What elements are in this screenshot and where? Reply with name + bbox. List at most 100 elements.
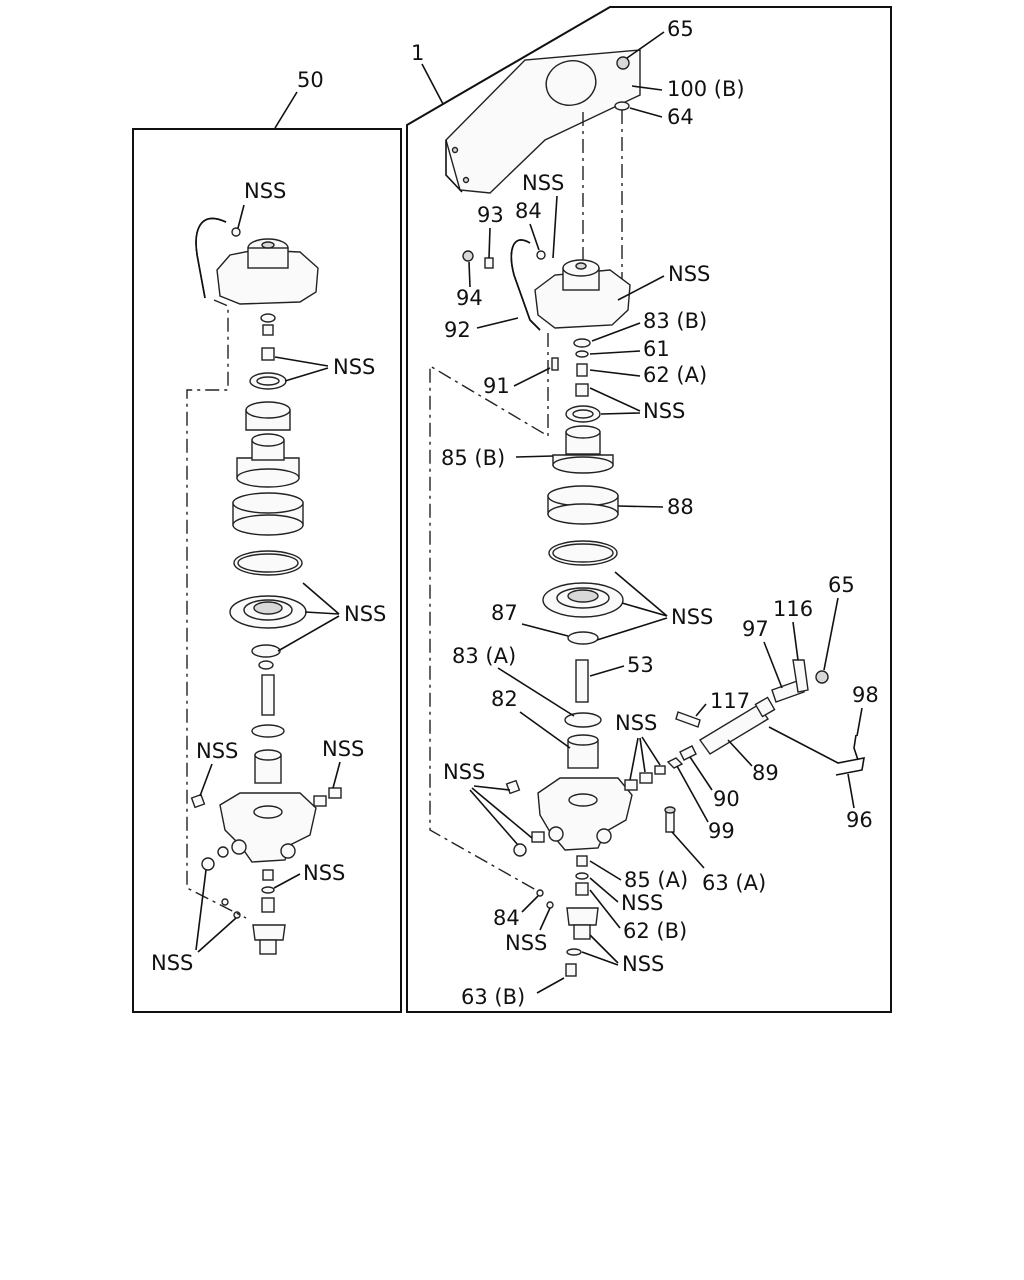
label-nss-top: NSS [522, 171, 564, 195]
left-plug [261, 347, 275, 361]
label-nss-fittings: NSS [615, 711, 657, 735]
left-piston-top [251, 433, 285, 447]
right-fitting-lower-2 [513, 843, 527, 857]
label-116: 116 [773, 597, 813, 621]
right-seal-ring-inner [572, 409, 594, 419]
right-plug [575, 383, 589, 397]
right-bolt-63a-head [664, 806, 676, 814]
right-spring-62b [575, 882, 589, 896]
left-washer [260, 313, 276, 323]
right-pin-nss-bottom [546, 901, 554, 909]
left-fitting-bottom-2 [217, 846, 229, 858]
left-leader-nss-diaphragm-1 [302, 582, 340, 615]
leader-nss-left-group-2 [471, 787, 533, 839]
leader-83b [591, 322, 641, 342]
right-washer-61 [575, 350, 589, 358]
left-leader-nss-seal-2 [284, 367, 329, 382]
left-top-cover [216, 249, 319, 305]
right-bolt-94 [462, 250, 474, 262]
right-washer-bottom [566, 948, 582, 956]
right-cap-top [567, 734, 599, 746]
leader-nss-fittings-3 [641, 736, 661, 766]
leader-nss-left-group-1 [473, 785, 511, 791]
left-bushing-top [245, 401, 291, 419]
right-base-port-1 [548, 826, 564, 842]
left-label-nss-oring: NSS [303, 861, 345, 885]
right-assembly-frame [406, 6, 892, 1013]
leader-84-bottom [521, 895, 539, 913]
right-bracket-edge [445, 140, 463, 193]
leader-assembly-right [421, 63, 444, 105]
leader-90 [689, 756, 713, 791]
left-top-cover-port [261, 241, 275, 249]
right-piston-base [552, 456, 614, 474]
label-82: 82 [491, 687, 518, 711]
left-spring-small [262, 324, 274, 336]
left-label-nss-left-fitting: NSS [196, 739, 238, 763]
left-plug-bottom [262, 869, 274, 881]
right-sleeve-bottom [547, 503, 619, 525]
right-fitting-lower-1 [531, 831, 545, 843]
leader-116 [792, 621, 799, 661]
left-leader-nss-right-fitting [332, 761, 341, 789]
right-oring-large-inner [552, 543, 614, 563]
label-100b: 100 (B) [667, 77, 745, 101]
label-84-bottom: 84 [493, 906, 520, 930]
right-bracket-hole [545, 60, 597, 106]
label-87: 87 [491, 601, 518, 625]
right-bracket-bolt-1 [451, 146, 459, 154]
right-rod-96 [768, 726, 865, 776]
label-92: 92 [444, 318, 471, 342]
label-63b: 63 (B) [461, 985, 525, 1009]
left-fitting-right-2 [328, 787, 342, 799]
label-93: 93 [477, 203, 504, 227]
label-90: 90 [713, 787, 740, 811]
left-tube-inner [195, 217, 227, 299]
label-94: 94 [456, 286, 483, 310]
label-65-top: 65 [667, 17, 694, 41]
right-base-boss [568, 793, 598, 807]
right-bolt-97 [771, 679, 805, 703]
left-label-nss-bottom: NSS [151, 951, 193, 975]
leader-nss-diaphragm-1 [614, 571, 668, 617]
left-fitting-left [190, 793, 206, 809]
right-fitting-right-2 [639, 772, 653, 784]
right-diaphragm-center [567, 589, 599, 603]
left-top-cover-neck [247, 247, 289, 269]
left-base-port-2 [280, 843, 296, 859]
label-nss-spring: NSS [621, 891, 663, 915]
right-part-99 [666, 757, 684, 769]
leader-63a [671, 831, 705, 869]
right-bolt-63b [565, 963, 577, 977]
left-label-nss-seal: NSS [333, 355, 375, 379]
leader-nss-top [552, 195, 558, 259]
left-stem [261, 674, 275, 716]
label-96: 96 [846, 808, 873, 832]
left-oring-large-inner [237, 553, 299, 573]
right-part-90 [679, 745, 697, 761]
left-snap-ring [251, 644, 281, 658]
leader-84-top [529, 223, 540, 251]
right-lever-116 [792, 659, 809, 693]
right-pin-84-bottom [536, 889, 544, 897]
left-spring-bottom [261, 897, 275, 913]
label-61: 61 [643, 337, 670, 361]
leader-62b [589, 889, 621, 929]
right-assembly-guide [429, 333, 549, 891]
right-stem-53 [575, 659, 589, 703]
left-fitting-bottom [201, 857, 215, 871]
label-83b: 83 (B) [643, 309, 707, 333]
left-leader-nss-bottom-2 [197, 917, 237, 953]
leader-100b [631, 85, 663, 91]
leader-85a [589, 860, 622, 881]
leader-85b [515, 455, 554, 458]
right-pin-117 [675, 711, 701, 728]
label-85b: 85 (B) [441, 446, 505, 470]
assembly-number-right: 1 [411, 41, 424, 65]
left-leader-nss-diaphragm-3 [277, 615, 340, 652]
label-nss-cover: NSS [668, 262, 710, 286]
leader-nss-cover [617, 275, 665, 301]
label-83a: 83 (A) [452, 644, 516, 668]
leader-89 [727, 739, 753, 767]
label-53: 53 [627, 653, 654, 677]
